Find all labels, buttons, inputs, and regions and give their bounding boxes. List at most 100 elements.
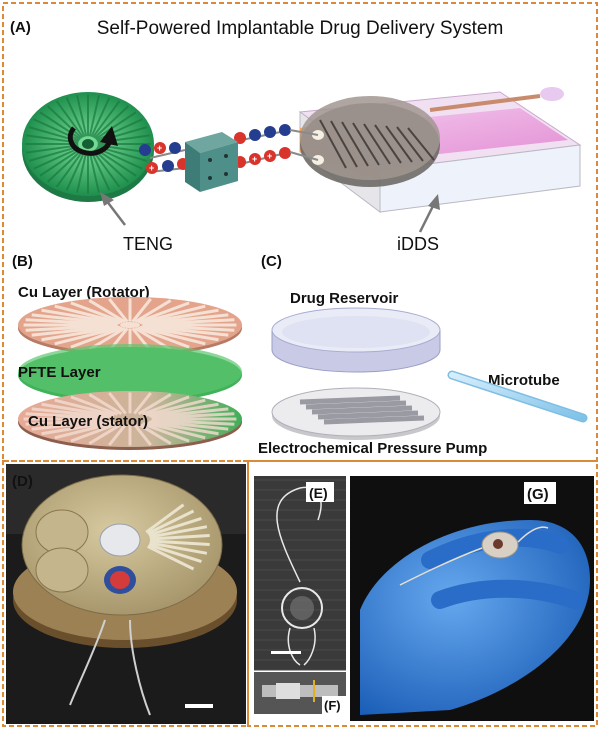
electrochemical-pump — [271, 387, 441, 440]
idds-label: iDDS — [397, 234, 439, 254]
decorative-spoke — [55, 150, 84, 188]
decorative-spoke — [92, 100, 121, 138]
label-pfte: PFTE Layer — [18, 364, 101, 381]
decorative-spoke — [41, 308, 120, 325]
decorative-pump-bar — [317, 410, 419, 420]
pfte-layer — [18, 344, 242, 403]
decorative-electrode — [330, 120, 358, 168]
decorative-spoke — [88, 299, 126, 324]
decorative-pump-bar — [323, 415, 425, 425]
decorative-spoke — [70, 395, 119, 416]
decorative-spoke — [95, 111, 137, 140]
decorative-spoke — [25, 418, 109, 426]
decorative-spoke — [47, 105, 83, 139]
decorative-spoke — [93, 149, 129, 183]
decorative-spoke — [139, 325, 206, 346]
decorative-spoke — [131, 297, 152, 323]
decorative-spoke — [136, 326, 190, 349]
rectifier-box — [185, 132, 238, 192]
decorative-spoke — [151, 412, 235, 420]
panel-label-d: (D) — [12, 473, 33, 490]
decorative-pump-bar — [299, 395, 401, 405]
label-pump: Electrochemical Pressure Pump — [258, 440, 487, 457]
decorative-electrode — [341, 121, 369, 167]
decorative-spoke — [141, 422, 190, 443]
decorative-spoke — [31, 419, 110, 431]
decorative-spoke — [133, 391, 152, 415]
charge-plus-3: + — [252, 154, 257, 164]
decorative-spoke — [41, 325, 120, 342]
decorative-spoke — [108, 391, 127, 415]
decorative-electrode — [396, 126, 424, 162]
decorative-spoke — [145, 398, 206, 417]
panel-label-g: (G) — [527, 486, 549, 503]
decorative-spoke — [70, 326, 124, 349]
decorative-spoke — [33, 146, 80, 170]
decorative-electrode — [363, 123, 391, 165]
label-microtube: Microtube — [488, 372, 560, 389]
decorative-spoke — [25, 318, 117, 326]
decorative-pump-bar — [305, 400, 407, 410]
decorative-spoke — [26, 144, 79, 154]
decorative-spoke — [93, 105, 129, 139]
decorative-spoke — [39, 148, 81, 177]
decorative-spoke — [47, 149, 83, 183]
decorative-spoke — [150, 419, 229, 431]
decorative-spoke — [145, 421, 206, 440]
decorative-spoke — [90, 97, 111, 138]
decorative-spoke — [133, 423, 152, 447]
panel-label-a: (A) — [10, 19, 31, 36]
decorative-spoke — [28, 145, 79, 162]
decorative-spoke — [140, 325, 219, 342]
decorative-spoke — [55, 100, 84, 138]
figure-title: Self-Powered Implantable Drug Delivery S… — [97, 18, 504, 39]
panel-label-e: (E) — [309, 485, 328, 501]
panel-g-label-bg — [524, 482, 556, 504]
photo-f — [254, 672, 346, 714]
decorative-spoke — [148, 420, 219, 436]
drug-reservoir — [271, 307, 441, 373]
decorative-electrode — [374, 124, 402, 164]
microtube — [447, 370, 588, 423]
decorative-spoke — [137, 393, 172, 416]
decorative-spoke — [88, 422, 123, 445]
decorative-electrode — [385, 125, 413, 163]
label-cu-rotator: Cu Layer (Rotator) — [18, 284, 150, 301]
teng-pointer-arrow — [105, 199, 126, 226]
panel-label-b: (B) — [12, 253, 33, 270]
decorative-spoke — [31, 407, 110, 419]
decorative-spoke — [88, 95, 100, 137]
decorative-spoke — [140, 308, 219, 325]
decorative-channel — [145, 503, 185, 534]
decorative-spoke — [41, 420, 112, 436]
photo-d — [6, 464, 246, 724]
decorative-spoke — [65, 97, 86, 138]
decorative-spoke — [88, 151, 100, 193]
decorative-electrode — [407, 127, 435, 161]
decorative-spoke — [108, 297, 129, 323]
decorative-channel — [146, 509, 195, 535]
decorative-spoke — [76, 95, 88, 137]
decorative-channel — [149, 541, 208, 555]
decorative-spoke — [150, 407, 229, 419]
rotation-arrow-icon — [67, 126, 113, 156]
decorative-spoke — [141, 395, 190, 416]
decorative-spoke — [31, 313, 118, 326]
decorative-spoke — [148, 402, 219, 418]
decorative-spoke — [70, 301, 124, 324]
teng-pointer-arrowhead-icon — [100, 192, 114, 206]
label-cu-stator: Cu Layer (stator) — [28, 413, 148, 430]
teng-label: TENG — [123, 234, 173, 254]
label-drug-reservoir: Drug Reservoir — [290, 290, 399, 307]
decorative-channel — [149, 525, 208, 539]
decorative-pump-bar — [311, 405, 413, 415]
decorative-spoke — [54, 325, 121, 346]
photo-g — [350, 476, 594, 721]
cu-rotator-layer — [18, 297, 242, 356]
decorative-spoke — [76, 151, 88, 193]
decorative-spoke — [88, 393, 123, 416]
decorative-spoke — [142, 324, 229, 337]
panel-label-c: (C) — [261, 253, 282, 270]
photo-e — [254, 476, 346, 671]
